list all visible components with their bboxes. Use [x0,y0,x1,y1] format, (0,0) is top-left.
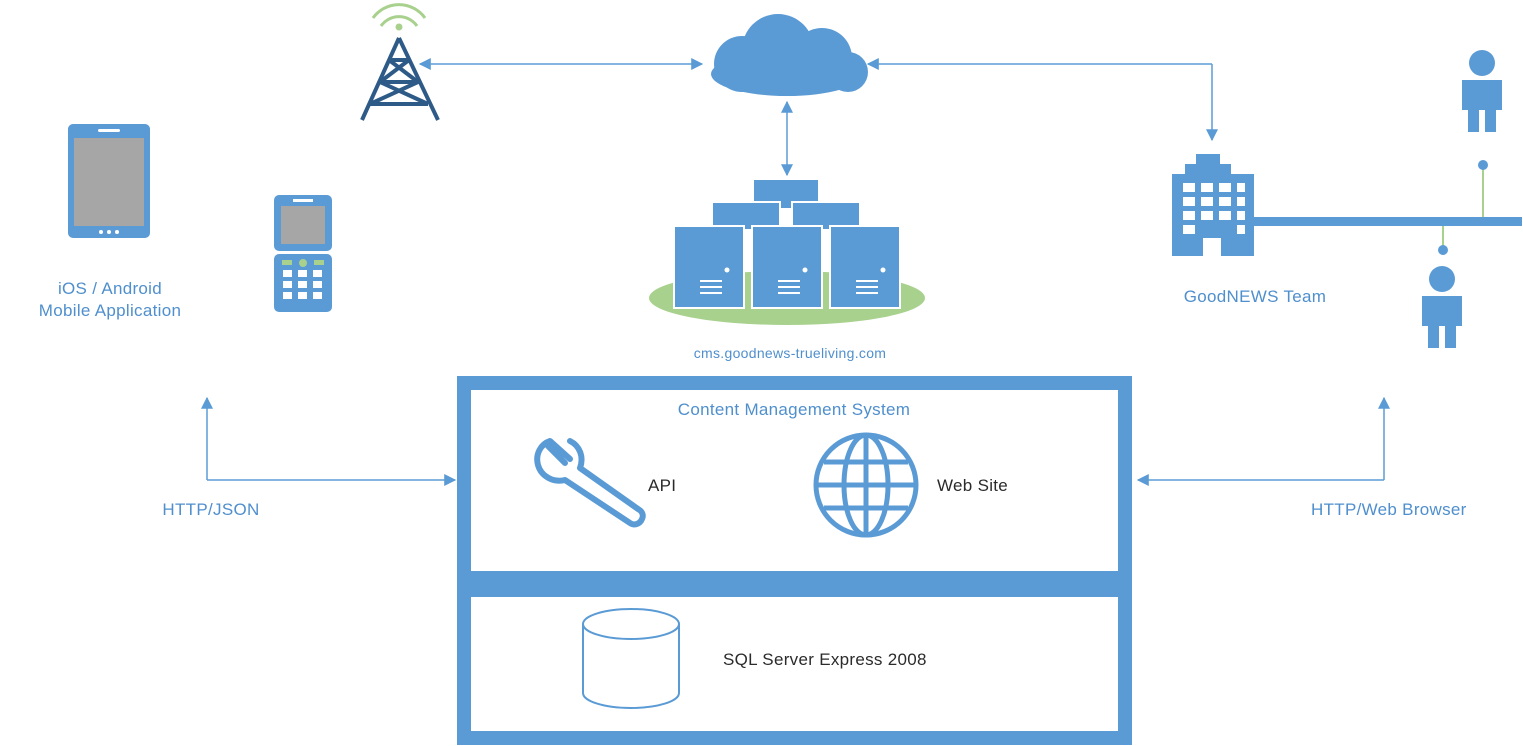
server-cluster-icon [649,178,925,325]
wrench-icon [534,438,646,528]
server-unit [673,225,745,309]
server-domain-label: cms.goodnews-trueliving.com [693,345,887,361]
mobile-app-label: iOS / Android Mobile Application [0,278,220,322]
person-icon [1422,266,1462,348]
network-line [1254,160,1522,255]
team-label: GoodNEWS Team [1183,287,1327,306]
database-label: SQL Server Express 2008 [723,650,927,669]
database-box [457,583,1132,745]
tablet-icon [68,124,150,238]
connector-browser-cms [1136,396,1390,486]
mobile-app-label-line1: iOS / Android [57,279,163,298]
http-json-label: HTTP/JSON [162,500,260,519]
cms-box [457,376,1132,585]
api-label: API [648,476,677,495]
http-browser-label: HTTP/Web Browser [1311,500,1467,519]
cms-title: Content Management System [677,400,911,419]
cloud-icon [711,14,868,96]
person-icon [1462,50,1502,132]
office-building-icon [1172,154,1254,256]
feature-phone-icon [274,195,332,312]
server-unit [829,225,901,309]
database-icon [582,608,680,709]
cell-tower-icon [360,3,440,121]
connector-mobile-cms [201,396,457,486]
globe-icon [813,432,919,538]
mobile-app-label-line2: Mobile Application [38,301,182,320]
server-unit [751,225,823,309]
connector-cloud-team [866,58,1218,142]
website-label: Web Site [937,476,1009,495]
